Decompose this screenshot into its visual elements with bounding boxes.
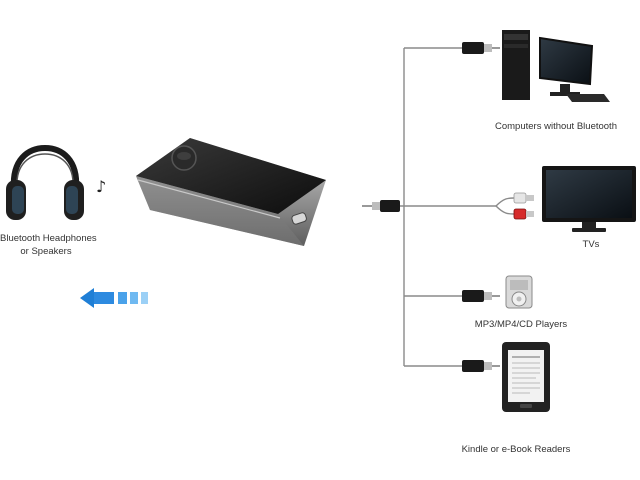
wire-bus	[400, 47, 496, 367]
desktop-computer-icon	[502, 30, 610, 102]
source-label-line1: Bluetooth Headphones	[0, 233, 97, 244]
mp3-player-icon	[505, 275, 533, 309]
bluetooth-adapter-device	[136, 138, 326, 246]
music-note-icon: ♪	[96, 177, 106, 196]
mp3-label: MP3/MP4/CD Players	[474, 319, 568, 330]
computer-label: Computers without Bluetooth	[495, 121, 617, 132]
kindle-label: Kindle or e-Book Readers	[461, 444, 571, 455]
source-label: Bluetooth Headphones or Speakers	[0, 232, 97, 258]
rca-plugs-icon	[495, 192, 534, 220]
tv-icon	[542, 166, 636, 232]
usb-port-icon	[291, 212, 307, 225]
source-label-line2: or Speakers	[20, 246, 72, 257]
branch-jack-computer-icon	[462, 42, 500, 54]
tv-label: TVs	[582, 239, 600, 250]
ebook-reader-icon	[502, 342, 550, 412]
headphones-icon	[6, 144, 84, 220]
branch-jack-kindle-icon	[462, 360, 500, 372]
signal-arrow-icon	[80, 288, 148, 308]
branch-jack-mp3-icon	[462, 290, 500, 302]
input-jack-icon	[362, 200, 400, 212]
